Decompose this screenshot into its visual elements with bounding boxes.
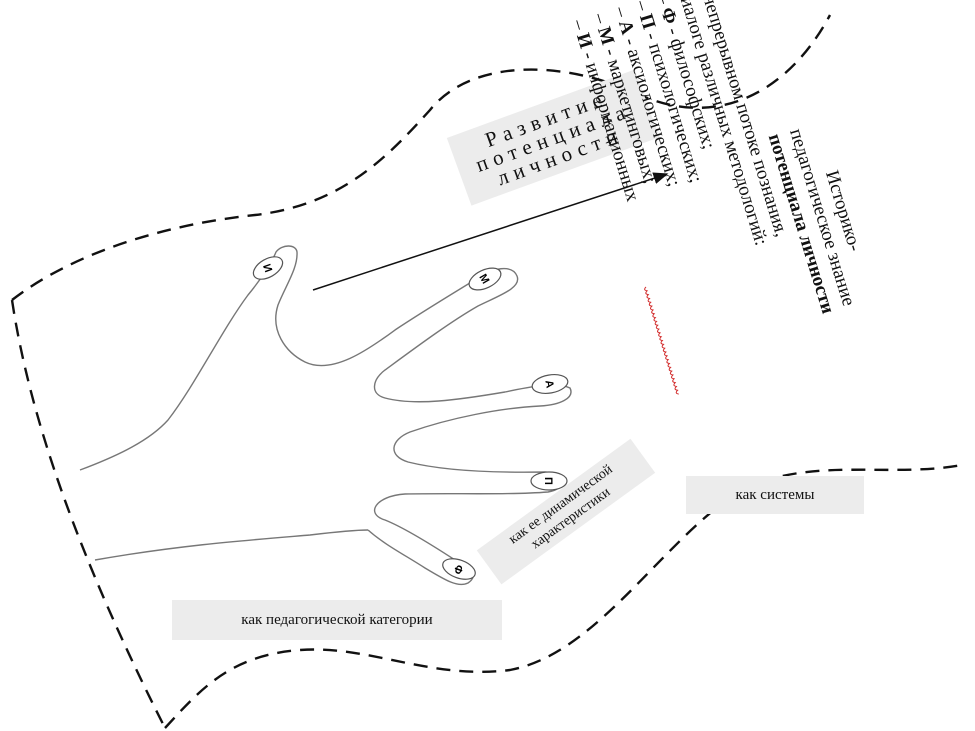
thumb-letter: И [260, 263, 274, 275]
dashed-boundary-bottom [164, 463, 963, 729]
development-arrow [312, 172, 669, 291]
pedagogical-label: как педагогической категории [241, 612, 433, 628]
ring-letter: П [542, 477, 554, 485]
thumb-tip-oval [252, 256, 284, 280]
little-tip-oval [442, 558, 476, 580]
system-label-box: как системы [686, 476, 864, 514]
middle-tip-oval [531, 374, 569, 394]
hand-outline [79, 245, 572, 586]
ring-tip-oval [530, 471, 568, 491]
dashed-boundary-left [10, 299, 167, 729]
system-label: как системы [735, 487, 815, 503]
little-letter: Ф [451, 563, 465, 576]
index-tip-oval [468, 267, 502, 291]
spellcheck-underline [644, 286, 679, 395]
pedagogical-label-box: как педагогической категории [172, 600, 502, 640]
dashed-boundary-top [11, 14, 832, 301]
middle-letter: А [542, 379, 555, 389]
